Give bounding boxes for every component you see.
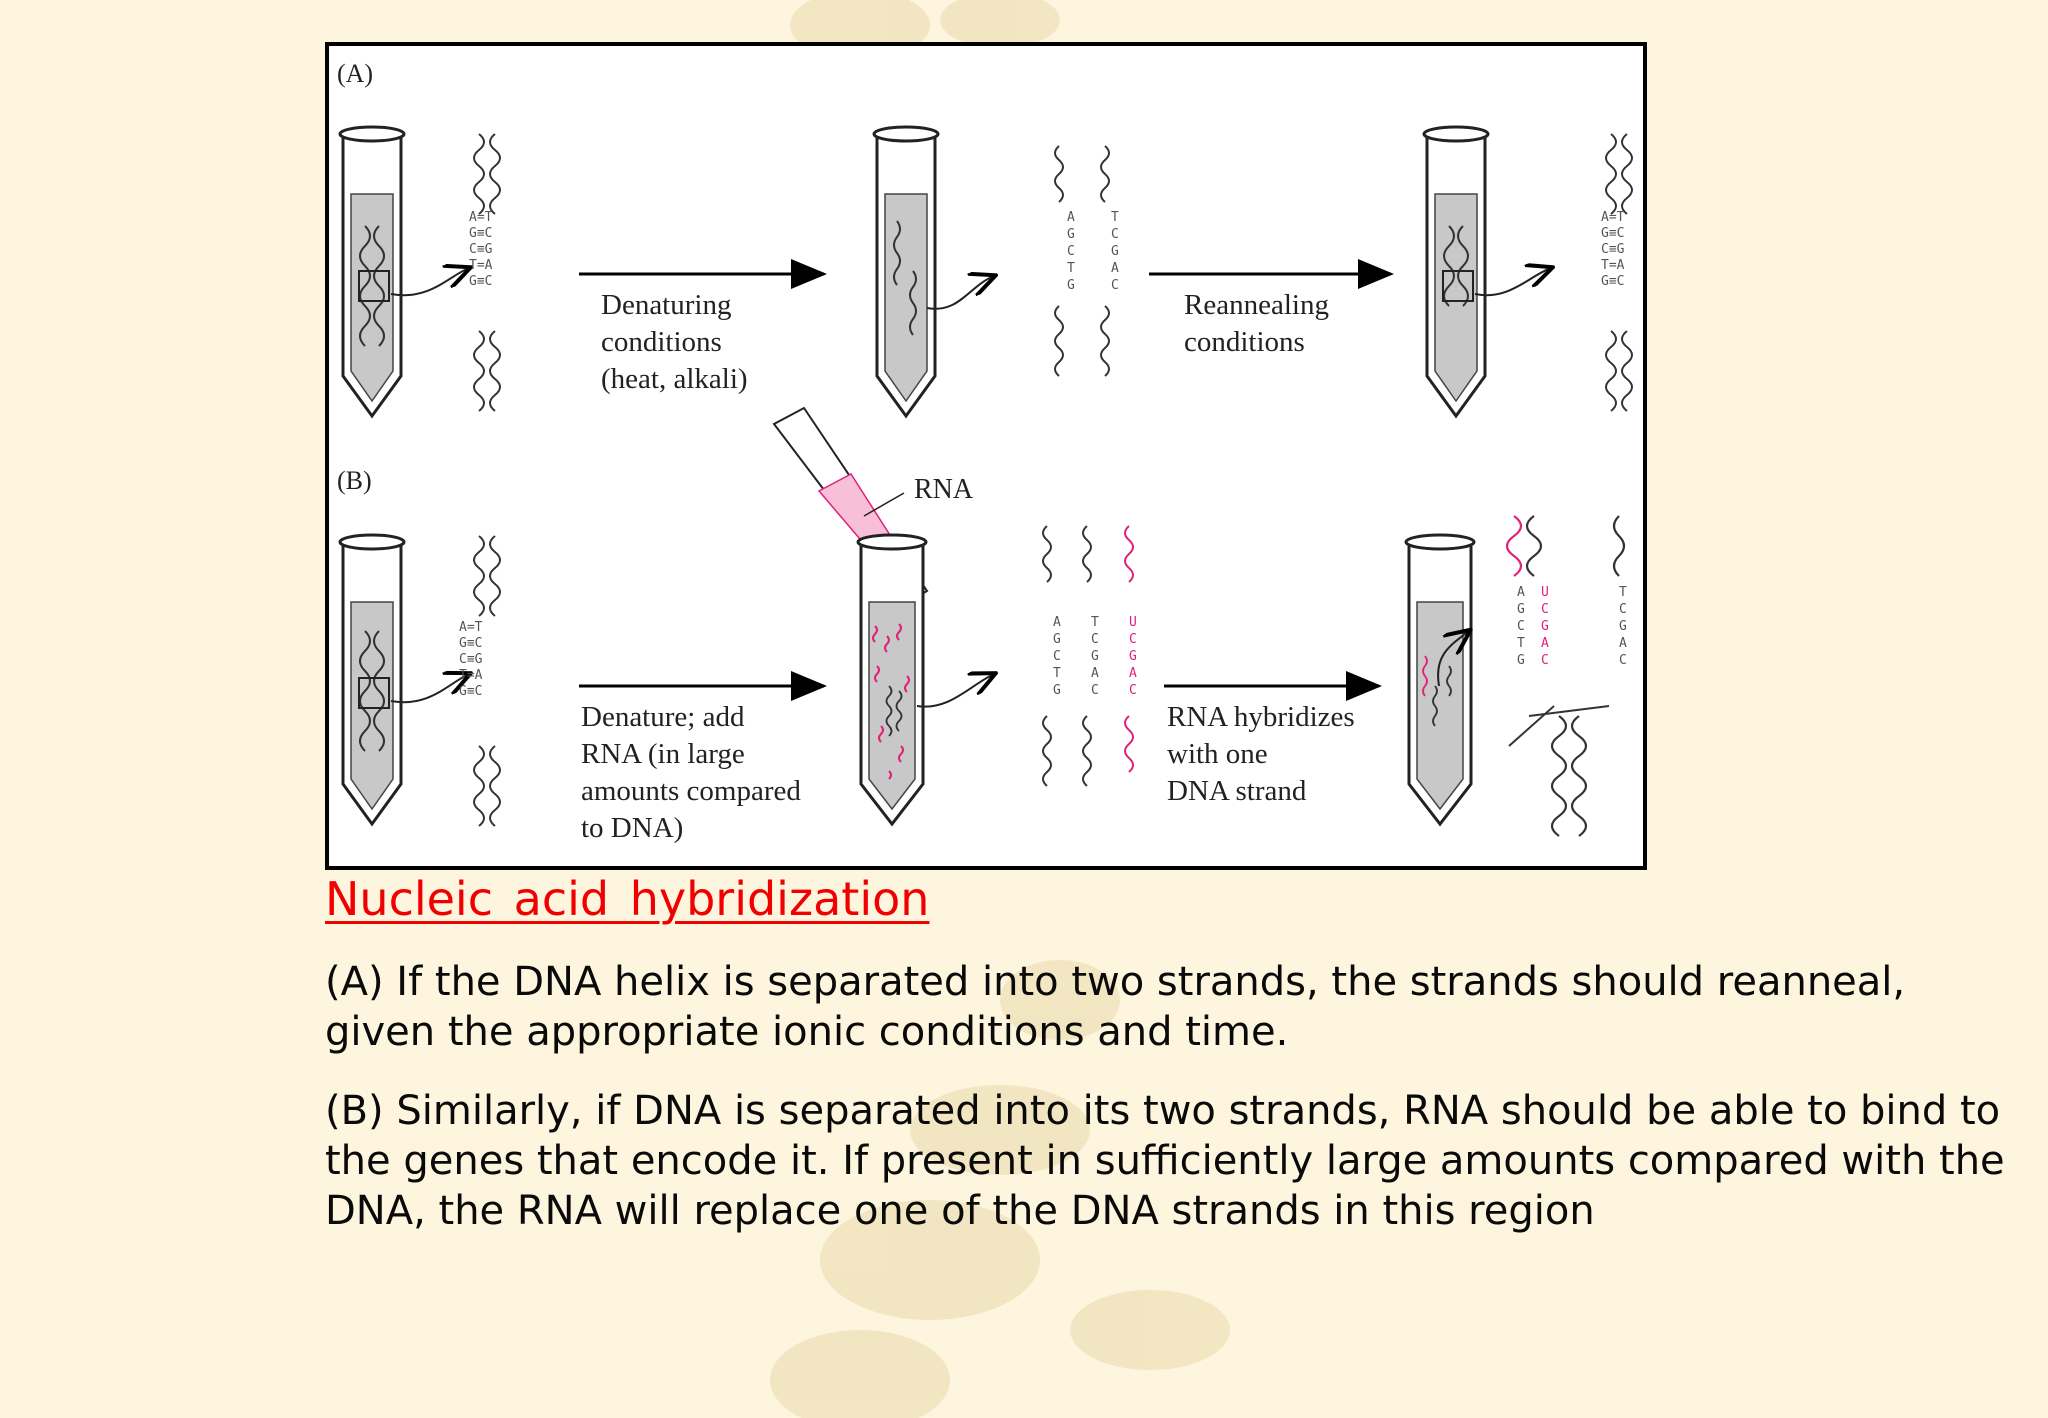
step-label-reannealing: Reannealing conditions <box>1184 289 1329 358</box>
base-pairs-a1: A=TG≡CC≡GT=AG≡C <box>469 210 493 289</box>
rna-strand-base: U <box>1129 615 1137 630</box>
base-pair: G≡C <box>1601 274 1624 289</box>
strand-base: A <box>1067 210 1075 225</box>
strand-base: C <box>1091 683 1099 698</box>
base-pair: G≡C <box>459 636 482 651</box>
test-tube-a3 <box>1422 125 1551 419</box>
rna-strand-base: U <box>1541 585 1549 600</box>
step-label-line: with one <box>1167 738 1268 770</box>
test-tube-b1 <box>338 533 469 827</box>
step-label-line: amounts compared <box>581 775 801 807</box>
rna-strand-base: G <box>1541 619 1549 634</box>
strand-base: T <box>1091 615 1099 630</box>
separated-strands-a <box>1054 145 1110 377</box>
slide-title: Nucleic acid hybridization <box>325 872 930 926</box>
base-pair: T=A <box>469 258 493 273</box>
separated-strands-b <box>1042 525 1134 787</box>
strand-base: G <box>1517 602 1525 617</box>
strand-base: C <box>1619 602 1627 617</box>
strand-base: G <box>1111 244 1119 259</box>
strand-base: T <box>1517 636 1525 651</box>
base-pair: G≡C <box>1601 226 1624 241</box>
base-pairs-a3: A=TG≡CC≡GT=AG≡C <box>1601 210 1625 289</box>
test-tube-a1 <box>338 125 469 419</box>
strand-base: T <box>1053 666 1061 681</box>
hybridization-figure: (A) (B) <box>325 42 1647 870</box>
paragraph-b: (B) Similarly, if DNA is separated into … <box>325 1088 2005 1234</box>
base-pair: T=A <box>459 668 483 683</box>
test-tube-b3 <box>1404 533 1476 827</box>
step-label-denaturing: Denaturing conditions (heat, alkali) <box>601 289 748 395</box>
test-tube-a2 <box>872 125 994 419</box>
panel-a-label: (A) <box>337 59 373 88</box>
base-pair: G≡C <box>469 274 492 289</box>
strand-base: A <box>1111 261 1119 276</box>
step-label-line: conditions <box>601 326 722 358</box>
strand-base: C <box>1053 649 1061 664</box>
strand-base: A <box>1053 615 1061 630</box>
step-label-line: to DNA) <box>581 812 683 844</box>
strand-base: T <box>1067 261 1075 276</box>
strand-base: T <box>1111 210 1119 225</box>
base-pair: C≡G <box>1601 242 1625 257</box>
rna-strand-base: C <box>1129 683 1137 698</box>
step-label-line: Denaturing <box>601 289 731 321</box>
rna-dna-hybrid-helix <box>1505 515 1626 837</box>
strand-base: G <box>1067 227 1075 242</box>
base-pairs-b1: A=TG≡CC≡GT=AG≡C <box>459 620 483 699</box>
step-label-line: (heat, alkali) <box>601 363 748 395</box>
rna-strand-base: A <box>1541 636 1549 651</box>
rna-strand-base: G <box>1129 649 1137 664</box>
strand-base: C <box>1111 227 1119 242</box>
strand-base: G <box>1053 632 1061 647</box>
strand-base: G <box>1619 619 1627 634</box>
strand-base: A <box>1091 666 1099 681</box>
dna-double-helix-a3 <box>1605 133 1633 412</box>
dna-double-helix-b1 <box>473 535 501 827</box>
strand-base: T <box>1619 585 1627 600</box>
base-pair: G≡C <box>469 226 492 241</box>
strand-base: A <box>1619 636 1627 651</box>
rna-label: RNA <box>914 474 974 505</box>
paragraph-a: (A) If the DNA helix is separated into t… <box>325 959 1906 1055</box>
base-pair: C≡G <box>459 652 483 667</box>
rna-strand-base: C <box>1541 653 1549 668</box>
step-label-line: Denature; add <box>581 701 745 733</box>
base-pair: A=T <box>459 620 483 635</box>
step-label-line: RNA hybridizes <box>1167 701 1355 733</box>
base-pair: T=A <box>1601 258 1625 273</box>
rna-strand-base: C <box>1541 602 1549 617</box>
test-tube-b2 <box>856 533 994 827</box>
base-pair: A=T <box>469 210 493 225</box>
strand-base: G <box>1091 649 1099 664</box>
base-pair: G≡C <box>459 684 482 699</box>
strand-base: C <box>1091 632 1099 647</box>
strand-base: C <box>1517 619 1525 634</box>
strand-base: G <box>1067 278 1075 293</box>
base-pair: A=T <box>1601 210 1625 225</box>
panel-b-label: (B) <box>337 466 372 495</box>
strand-base: G <box>1053 683 1061 698</box>
rna-strand-base: A <box>1129 666 1137 681</box>
strand-base: C <box>1067 244 1075 259</box>
strand-base: C <box>1111 278 1119 293</box>
figure-canvas: (A) (B) <box>337 59 1633 844</box>
step-label-line: conditions <box>1184 326 1305 358</box>
strand-base: G <box>1517 653 1525 668</box>
base-pair: C≡G <box>469 242 493 257</box>
strand-base: C <box>1619 653 1627 668</box>
step-label-line: Reannealing <box>1184 289 1329 321</box>
dna-double-helix-a1 <box>473 133 501 412</box>
rna-label-leader <box>863 492 905 517</box>
rna-strand-base: C <box>1129 632 1137 647</box>
step-label-line: RNA (in large <box>581 738 745 770</box>
step-label-line: DNA strand <box>1167 775 1307 807</box>
strand-base: A <box>1517 585 1525 600</box>
